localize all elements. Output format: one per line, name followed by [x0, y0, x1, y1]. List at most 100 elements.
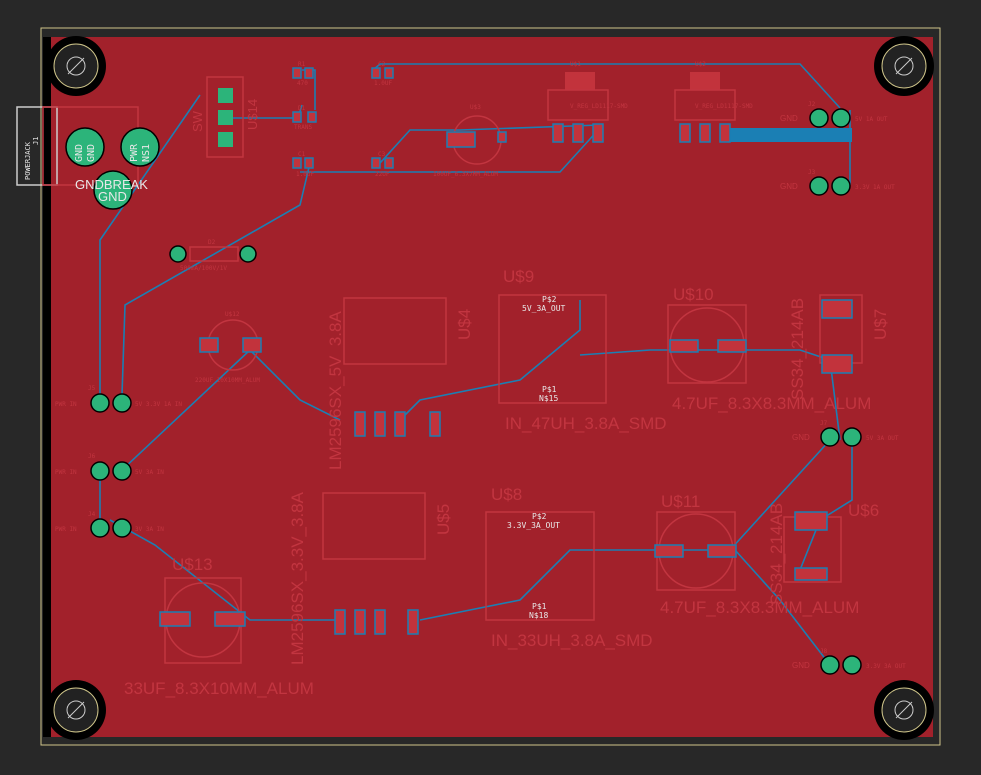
header-j8: J8 GND 3.3V 3A OUT: [792, 648, 906, 675]
headers-2-left-label: PWR IN: [55, 401, 77, 408]
j7-pin-out[interactable]: [842, 427, 862, 447]
mounting-hole-bl: [46, 680, 106, 740]
headers-1-right-label: 3.3V 1A OUT: [855, 184, 895, 191]
gndbreak-pad[interactable]: [93, 170, 133, 210]
j7-pin-gnd[interactable]: [820, 427, 840, 447]
u8-value-label: IN_33UH_3.8A_SMD: [491, 631, 653, 650]
u12-name-label: U$12: [225, 311, 240, 318]
small_parts-3-value-label: 1.0UF: [374, 80, 392, 87]
j4-pin-2[interactable]: [112, 518, 132, 538]
u7-value-label: SS34_214AB: [788, 298, 807, 400]
u11-name-label: U$11: [661, 492, 700, 511]
header-j7: J7 GND 5V 3A OUT: [792, 420, 899, 447]
u3-value-label: 100UF_6.3X7MM_ALUM: [433, 171, 498, 178]
switch-pad[interactable]: [218, 110, 233, 125]
j1-break_pad-label: GND: [98, 189, 127, 204]
headers-3-name-label: J6: [88, 453, 96, 460]
j1-break_label-label: GNDBREAK: [75, 177, 148, 192]
capacitor-u12: U$12 220UF_10X10MM_ALUM: [195, 311, 262, 384]
capacitor-u10: U$10 4.7UF_8.3X8.3MM_ALUM: [667, 285, 871, 413]
j1-pads-2-label: PWR: [129, 143, 140, 162]
switch-name-label: U$14: [245, 99, 260, 130]
headers-4-left-label: PWR IN: [55, 526, 77, 533]
board-outline: [40, 27, 941, 746]
u8-p2-label: P$2: [532, 512, 547, 521]
header-j6: J6 PWR IN 5V 3A IN: [55, 453, 164, 481]
headers-2-right-label: 5V 3.3V 1A IN: [135, 401, 182, 408]
regulators-1-name-label: U$2: [695, 61, 706, 68]
j5-pin-1[interactable]: [90, 393, 110, 413]
j5-pin-2[interactable]: [112, 393, 132, 413]
regulator-u1: U$1 V_REG_LD1117-SMD: [547, 61, 628, 143]
u9-p1-label: P$1: [542, 385, 557, 394]
headers-0-name-label: J2: [808, 101, 816, 108]
small_parts-1-value-label: TRANS: [294, 124, 312, 131]
headers-4-right-label: 3V 3A IN: [135, 526, 164, 533]
capacitor-u13: U$13 33UF_8.3X10MM_ALUM: [124, 555, 314, 698]
u3-name-label: U$3: [470, 104, 481, 111]
j6-pin-2[interactable]: [112, 461, 132, 481]
mounting-hole-br: [874, 680, 934, 740]
j1-pads-1-label: GND: [86, 144, 97, 162]
small_parts-4-name-label: C3: [378, 151, 386, 158]
j4-pin-1[interactable]: [90, 518, 110, 538]
regulator-u4: U$4 LM2596SX_5V_3.8A: [326, 297, 474, 470]
d2-name-label: D2: [208, 239, 216, 246]
switch-pad[interactable]: [218, 88, 233, 103]
headers-1-left-label: GND: [780, 182, 798, 191]
j8-pin-gnd[interactable]: [820, 655, 840, 675]
j1-pads-3-label: NS1: [141, 144, 152, 162]
headers-6-left-label: GND: [792, 661, 810, 670]
j6-pin-1[interactable]: [90, 461, 110, 481]
header-j2: J2 GND 5V 1A OUT: [780, 101, 888, 128]
diode-d2: D2 500mA/100V/1V: [169, 239, 257, 272]
u8-name-label: U$8: [491, 485, 522, 504]
headers-6-right-label: 3.3V 3A OUT: [866, 663, 906, 670]
u10-name-label: U$10: [673, 285, 714, 304]
d2-pad[interactable]: [169, 245, 187, 263]
small_parts-3-name-label: C2: [378, 61, 386, 68]
u8-p1-label: P$1: [532, 602, 547, 611]
j1-power-jack: POWERJACK J1 GND GND PWR NS1 GNDBREAK GN…: [16, 106, 160, 210]
u13-name-label: U$13: [172, 555, 213, 574]
j8-pin-out[interactable]: [842, 655, 862, 675]
inductor-u9: U$9 P$2 5V_3A_OUT P$1 N$15 IN_47UH_3.8A_…: [498, 267, 667, 433]
switch-u14: SW U$14: [190, 76, 260, 158]
switch-pad[interactable]: [218, 132, 233, 147]
j3-pin-gnd[interactable]: [809, 176, 829, 196]
regulator-u2: U$2 V_REG_LD1117-SMD: [674, 61, 753, 143]
header-j4: J4 PWR IN 3V 3A IN: [55, 511, 164, 538]
u7-name-label: U$7: [871, 309, 890, 340]
u9-p2_net-label: 5V_3A_OUT: [522, 304, 566, 313]
headers-5-name-label: J7: [820, 420, 828, 427]
regulators-0-name-label: U$1: [570, 61, 581, 68]
u10-value-label: 4.7UF_8.3X8.3MM_ALUM: [672, 394, 871, 413]
switch-label-label: SW: [190, 110, 205, 132]
d2-pad[interactable]: [239, 245, 257, 263]
headers-5-right-label: 5V 3A OUT: [866, 435, 899, 442]
u9-value-label: IN_47UH_3.8A_SMD: [505, 414, 667, 433]
regulator-u5: U$5 LM2596SX_3.3V_3.8A: [288, 491, 453, 665]
u6-value-label: SS34_214AB: [767, 503, 786, 605]
capacitor-u11: U$11 4.7UF_8.3X8.3MM_ALUM: [654, 492, 859, 617]
small_parts-1-name-label: D1: [298, 105, 306, 112]
u9-p2-label: P$2: [542, 295, 557, 304]
capacitor-u3: U$3 100UF_6.3X7MM_ALUM: [433, 104, 507, 178]
u13-value-label: 33UF_8.3X10MM_ALUM: [124, 679, 314, 698]
j2-pin-out[interactable]: [831, 108, 851, 128]
u5-value-label: LM2596SX_3.3V_3.8A: [288, 491, 307, 665]
regulators-1-value-label: V_REG_LD1117-SMD: [695, 103, 753, 110]
small_parts-2-name-label: C1: [298, 151, 306, 158]
headers-3-right-label: 5V 3A IN: [135, 469, 164, 476]
gnd-pad[interactable]: [65, 127, 105, 167]
j2-pin-gnd[interactable]: [809, 108, 829, 128]
j3-pin-out[interactable]: [831, 176, 851, 196]
diode-u7: U$7 SS34_214AB: [788, 294, 890, 400]
headers-1-name-label: J3: [808, 169, 816, 176]
header-j5: J5 PWR IN 5V 3.3V 1A IN: [55, 385, 182, 413]
headers-0-left-label: GND: [780, 114, 798, 123]
pwr-pad[interactable]: [120, 127, 160, 167]
u8-p1_net-label: N$18: [529, 611, 548, 620]
